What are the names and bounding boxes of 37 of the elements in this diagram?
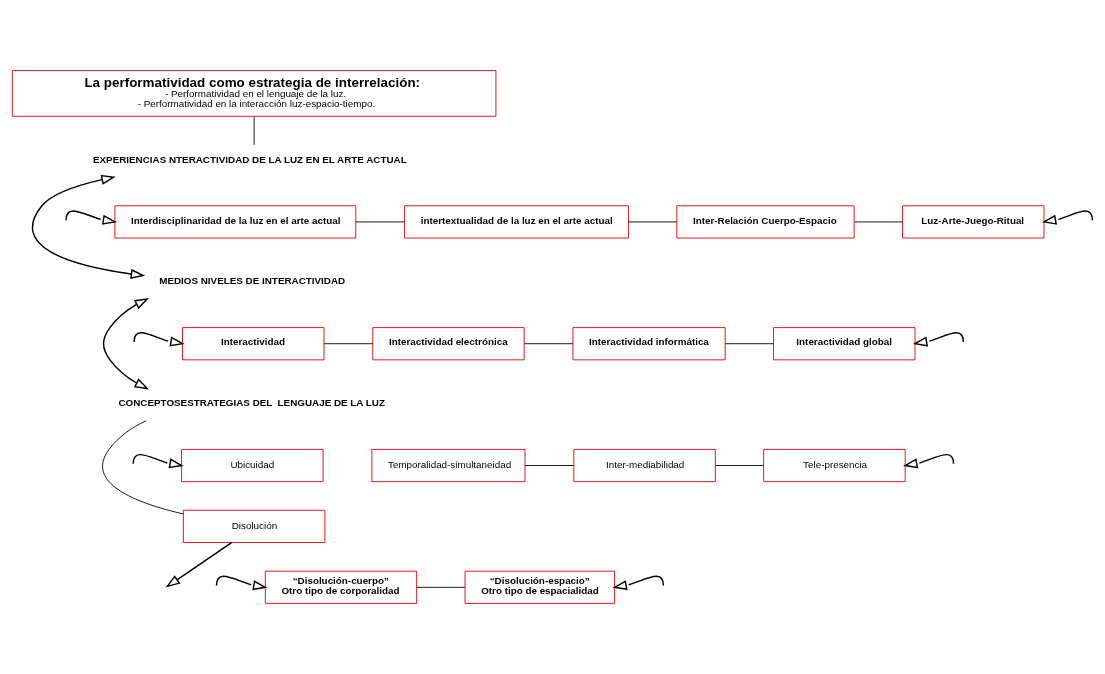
node-text: MEDIOS NIVELES DE INTERACTIVIDAD [159,275,346,287]
node-box: Disolución [182,509,326,543]
arrow [912,332,965,347]
node-box: Interactividad [182,327,325,361]
node-box: Interdisciplinaridad de la luz en el arte actual [114,205,357,239]
arrow [65,210,117,225]
connector [524,343,574,345]
node-box: Luz-Arte-Juego-Ritual [902,205,1045,239]
connector [416,586,466,588]
node-box: Ubicuidad [181,448,324,483]
arrow [903,453,955,469]
arrow [132,453,184,469]
node-box: Interactividad informática [572,327,726,361]
arrow [612,575,665,591]
arrow [165,541,233,588]
connector [724,343,774,345]
connector [102,420,184,515]
node-box: Tele-presencia [763,448,906,483]
node-box: Interactividad electrónica [372,327,525,361]
arrow [31,174,146,279]
arrow [215,575,268,591]
node-text: EXPERIENCIAS NTERACTIVIDAD DE LA LUZ EN EL ARTE ACTUAL [92,153,407,165]
connector [714,465,764,466]
arrow [102,298,150,390]
arrow [133,332,185,347]
node-box: Interactividad global [773,327,916,361]
arrow [1041,210,1094,225]
node-box: La performatividad como estrategia de interrelación: - Performatividad en el lenguaje de la luz. - Performatividad en la interacción luz-espacio-tiempo. [11,70,497,117]
connector [524,465,575,466]
node-box: “Disolución-cuerpo” Otro tipo de corporalidad [264,570,418,604]
node-box: Inter-Relación Cuerpo-Espacio [676,205,855,239]
node-box: “Disolución-espacio” Otro tipo de espacialidad [464,570,616,604]
node-text: CONCEPTOSESTRATEGIAS DEL LENGUAJE DE LA LUZ [118,397,386,409]
node-box: Inter-mediabilidad [573,448,716,483]
connector [323,343,374,345]
node-box: intertextualidad de la luz en el arte actual [404,205,629,239]
node-box: Temporalidad-simultaneidad [371,448,526,483]
